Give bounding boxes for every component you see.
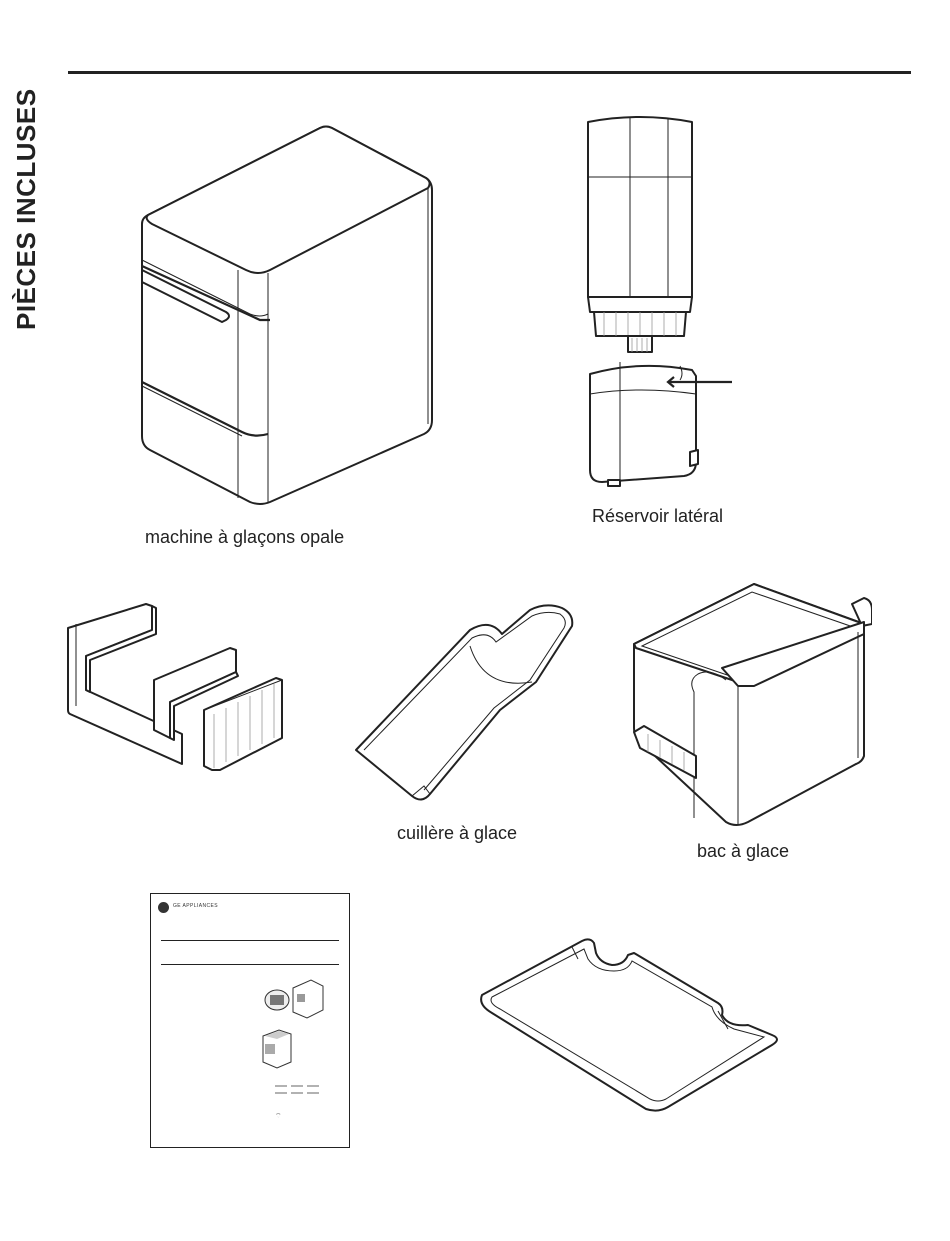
- drip-tray-illustration: [472, 935, 784, 1115]
- manual-rule-2: [161, 964, 339, 965]
- ice-bin-label: bac à glace: [697, 841, 789, 862]
- manual-rule-1: [161, 940, 339, 941]
- manual-brand: GE APPLIANCES: [173, 903, 218, 909]
- manual-lines-icon: [275, 1084, 321, 1096]
- owner-manual-illustration: GE APPLIANCES ⌔: [150, 893, 350, 1148]
- ge-logo-icon: [158, 902, 169, 913]
- top-divider: [68, 71, 911, 74]
- manual-product-image-icon: [263, 976, 325, 1020]
- ice-scoop-illustration: [350, 600, 580, 808]
- manual-wifi-icon: ⌔: [275, 1112, 282, 1121]
- ice-bin-illustration: [626, 582, 872, 838]
- scoop-holder-illustration: [62, 598, 310, 776]
- manual-appliance-icon: [259, 1026, 295, 1070]
- ice-maker-illustration: [130, 120, 440, 515]
- ice-maker-label: machine à glaçons opale: [145, 527, 344, 548]
- side-tank-illustration: [580, 112, 740, 492]
- section-title: PIÈCES INCLUSES: [8, 30, 44, 330]
- ice-scoop-label: cuillère à glace: [397, 823, 517, 844]
- side-tank-label: Réservoir latéral: [592, 506, 723, 527]
